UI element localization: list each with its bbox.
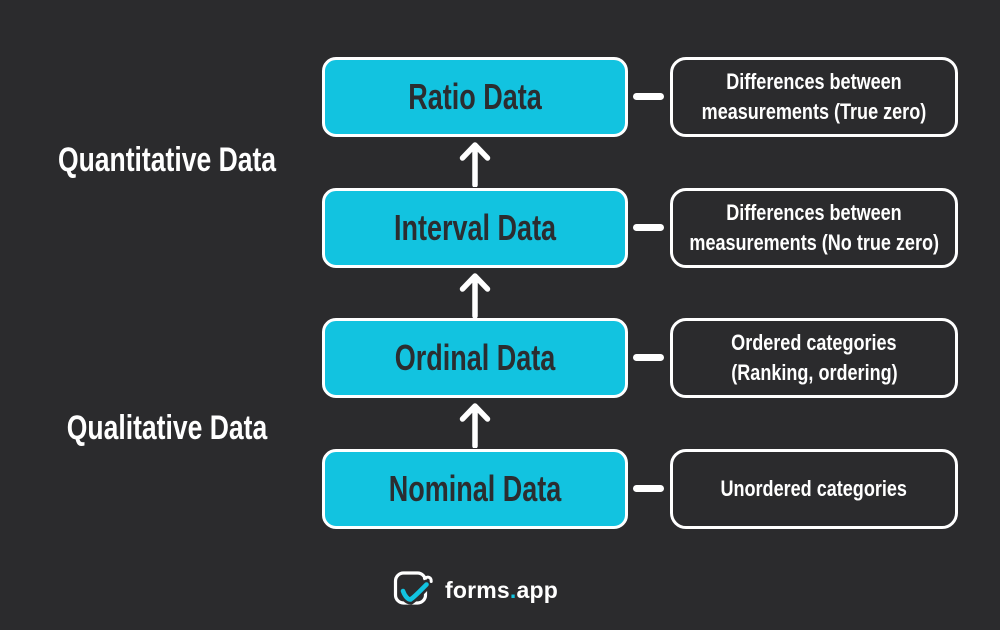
logo-suffix: app [516, 576, 558, 603]
desc-line: Unordered categories [720, 476, 908, 501]
type-box-interval-data: Interval Data [322, 188, 628, 268]
desc-line: measurements (No true zero) [689, 230, 939, 255]
type-box-title: Ordinal Data [394, 337, 556, 378]
up-arrow-icon [459, 142, 491, 187]
qualitative-data-label: Qualitative Data [66, 409, 268, 447]
connector-line [633, 485, 664, 492]
quantitative-data-label: Quantitative Data [57, 141, 277, 179]
type-box-title: Ratio Data [408, 76, 542, 117]
type-box-ratio-data: Ratio Data [322, 57, 628, 137]
logo-dot: . [509, 576, 517, 603]
connector-line [633, 93, 664, 100]
logo-name: forms [445, 576, 510, 603]
desc-box-interval-data: Differences between measurements (No tru… [670, 188, 958, 268]
forms-app-logo-icon [393, 571, 433, 605]
type-box-nominal-data: Nominal Data [322, 449, 628, 529]
type-box-title: Interval Data [393, 207, 557, 248]
desc-line: Differences between [726, 200, 902, 225]
desc-line: Differences between [726, 69, 902, 94]
connector-line [633, 224, 664, 231]
type-box-title: Nominal Data [388, 468, 562, 509]
up-arrow-icon [459, 273, 491, 318]
desc-line: measurements (True zero) [701, 99, 927, 124]
desc-line: Ordered categories [731, 330, 897, 355]
type-box-ordinal-data: Ordinal Data [322, 318, 628, 398]
forms-app-logo: forms.app [322, 566, 628, 614]
up-arrow-icon [459, 403, 491, 448]
desc-box-ordinal-data: Ordered categories (Ranking, ordering) [670, 318, 958, 398]
desc-line: (Ranking, ordering) [730, 360, 898, 385]
desc-box-ratio-data: Differences between measurements (True z… [670, 57, 958, 137]
forms-app-logo-text: forms.app [445, 577, 558, 604]
desc-box-nominal-data: Unordered categories [670, 449, 958, 529]
connector-line [633, 354, 664, 361]
